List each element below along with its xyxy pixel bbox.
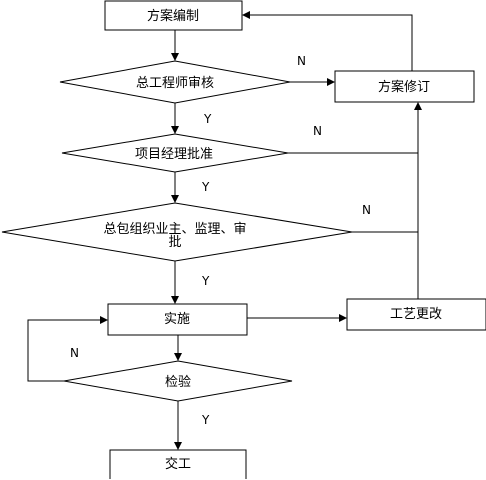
contract-yes-label: Y bbox=[201, 274, 210, 288]
chief-engineer-review-label: 总工程师审核 bbox=[136, 76, 214, 91]
project-manager-approval-label: 项目经理批准 bbox=[135, 147, 213, 162]
handover-box bbox=[109, 449, 247, 479]
handover-label: 交工 bbox=[165, 456, 191, 472]
inspection-no-label: N bbox=[70, 346, 79, 360]
implementation-label: 实施 bbox=[164, 312, 190, 327]
general-contract-review-label-line1: 总包组织业主、监理、审 bbox=[103, 222, 246, 237]
general-contract-review-label-line2: 批 bbox=[168, 235, 181, 250]
plan-compile-label: 方案编制 bbox=[147, 8, 199, 24]
approval-no-label: N bbox=[313, 124, 322, 138]
review-no-label: N bbox=[297, 54, 306, 68]
inspection-yes-label: Y bbox=[201, 413, 210, 427]
plan-compile-box bbox=[104, 0, 243, 31]
review-yes-label: Y bbox=[203, 112, 212, 126]
arrow-inspection-to-implementation bbox=[27, 316, 108, 382]
arrow-revision-to-compile bbox=[242, 11, 413, 71]
inspection-label: 检验 bbox=[165, 374, 191, 390]
process-change-box bbox=[346, 298, 486, 331]
plan-revision-label: 方案修订 bbox=[378, 79, 430, 95]
plan-revision-box bbox=[334, 70, 475, 103]
contract-no-label: N bbox=[362, 203, 371, 217]
process-change-label: 工艺更改 bbox=[390, 307, 442, 322]
approval-yes-label: Y bbox=[201, 180, 210, 194]
